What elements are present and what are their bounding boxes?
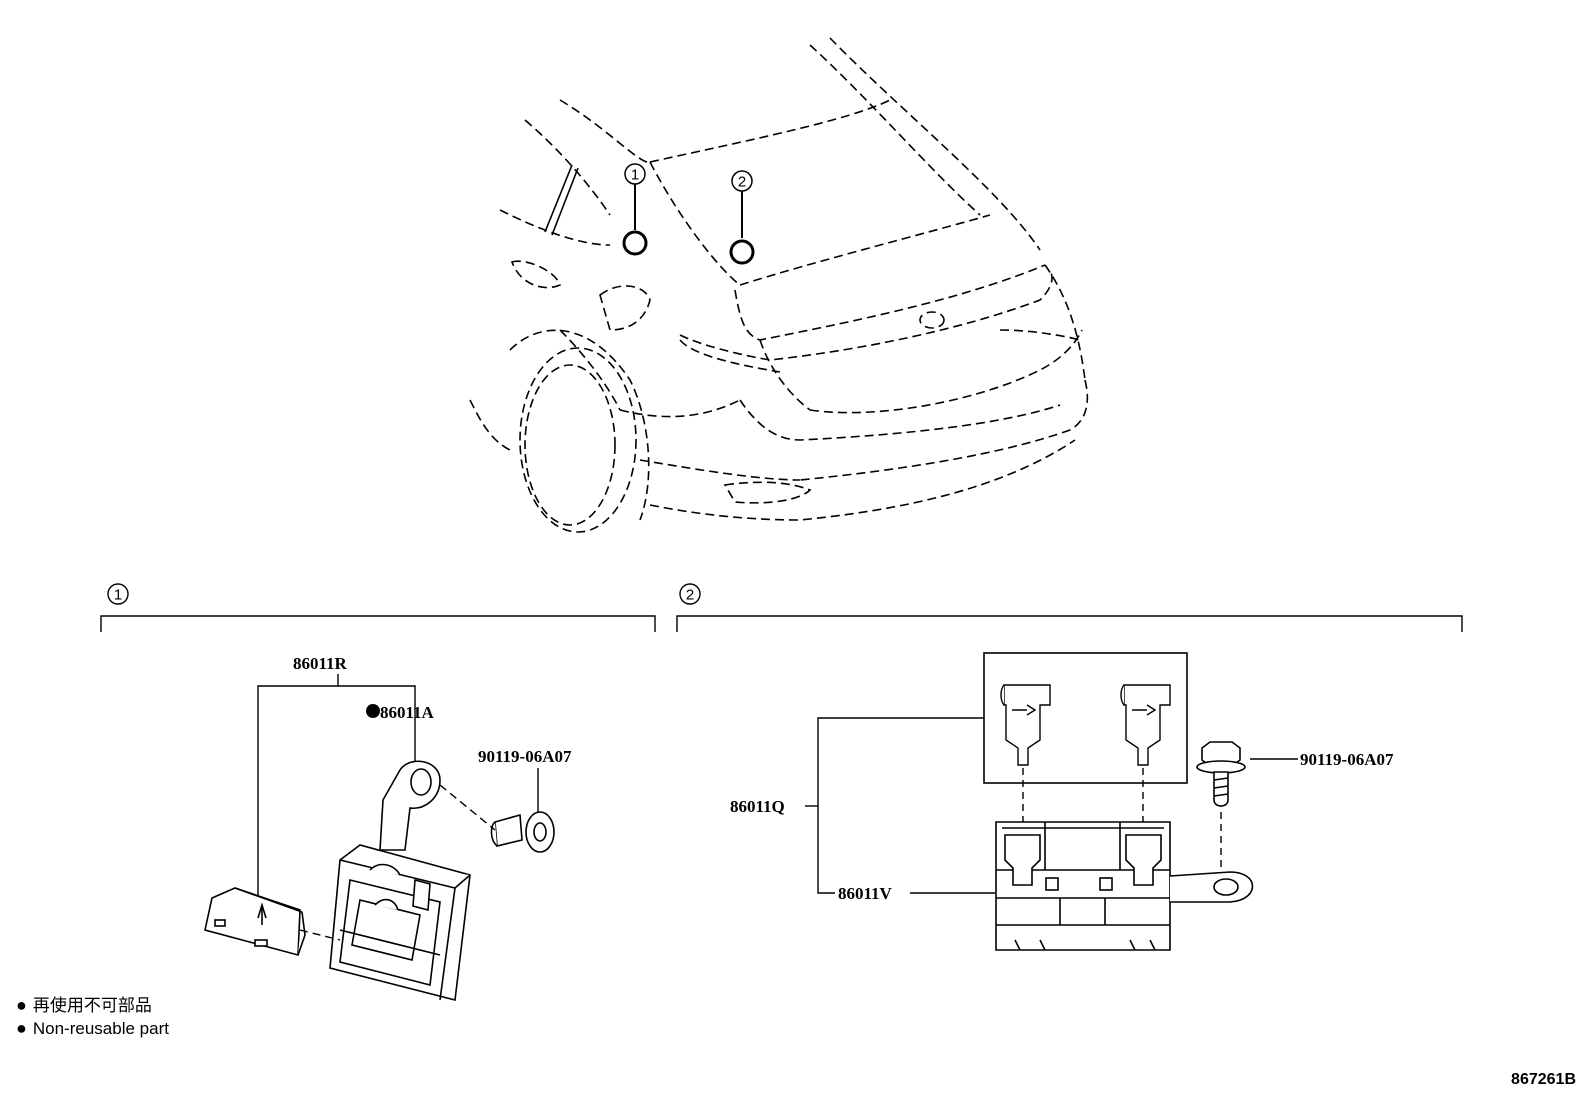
car-rear-illustration — [469, 37, 1089, 533]
legend: ● 再使用不可部品 ● Non-reusable part — [16, 994, 169, 1040]
legend-marker-icon: ● — [16, 1018, 27, 1038]
callout-2[interactable]: 2 — [729, 170, 755, 265]
small-connector-icon — [204, 887, 306, 957]
callout-1[interactable]: 1 — [622, 163, 648, 256]
label-86011A[interactable]: 86011A — [380, 703, 435, 722]
legend-row-jp: ● 再使用不可部品 — [16, 994, 169, 1017]
label-86011V[interactable]: 86011V — [838, 884, 893, 903]
callout-2-number: 2 — [738, 174, 746, 191]
legend-text-jp: 再使用不可部品 — [32, 996, 152, 1015]
car-solid-lines — [544, 164, 579, 236]
nonreusable-marker-icon — [366, 704, 380, 718]
legend-marker-icon: ● — [16, 995, 27, 1015]
label-90119-06A07-s2[interactable]: 90119-06A07 — [1300, 750, 1394, 769]
section-1-number: 1 — [114, 587, 122, 604]
ground-strap-icon — [379, 760, 441, 851]
label-90119-06A07-s1[interactable]: 90119-06A07 — [478, 747, 572, 766]
legend-row-en: ● Non-reusable part — [16, 1017, 169, 1040]
diagram-code: 867261B — [1511, 1071, 1576, 1088]
section-2-number: 2 — [686, 587, 694, 604]
section-1-bracket — [100, 615, 656, 632]
label-86011R[interactable]: 86011R — [293, 654, 348, 673]
bracket-body-icon — [995, 821, 1254, 951]
bolt-s1-icon — [490, 811, 555, 853]
connector-assembly-icon — [329, 844, 471, 1002]
bolt-s2-icon — [1196, 741, 1246, 807]
section-2-bracket — [676, 615, 1463, 632]
callout-1-number: 1 — [631, 167, 639, 184]
label-86011Q[interactable]: 86011Q — [730, 797, 785, 816]
terminal-detail-icon — [1000, 684, 1171, 766]
legend-text-en: Non-reusable part — [32, 1019, 169, 1038]
section-2: 2 90119-06A07 86011Q 86011V — [676, 583, 1463, 951]
section-1: 1 86011R 86011A 90119-06A07 — [100, 583, 656, 1002]
